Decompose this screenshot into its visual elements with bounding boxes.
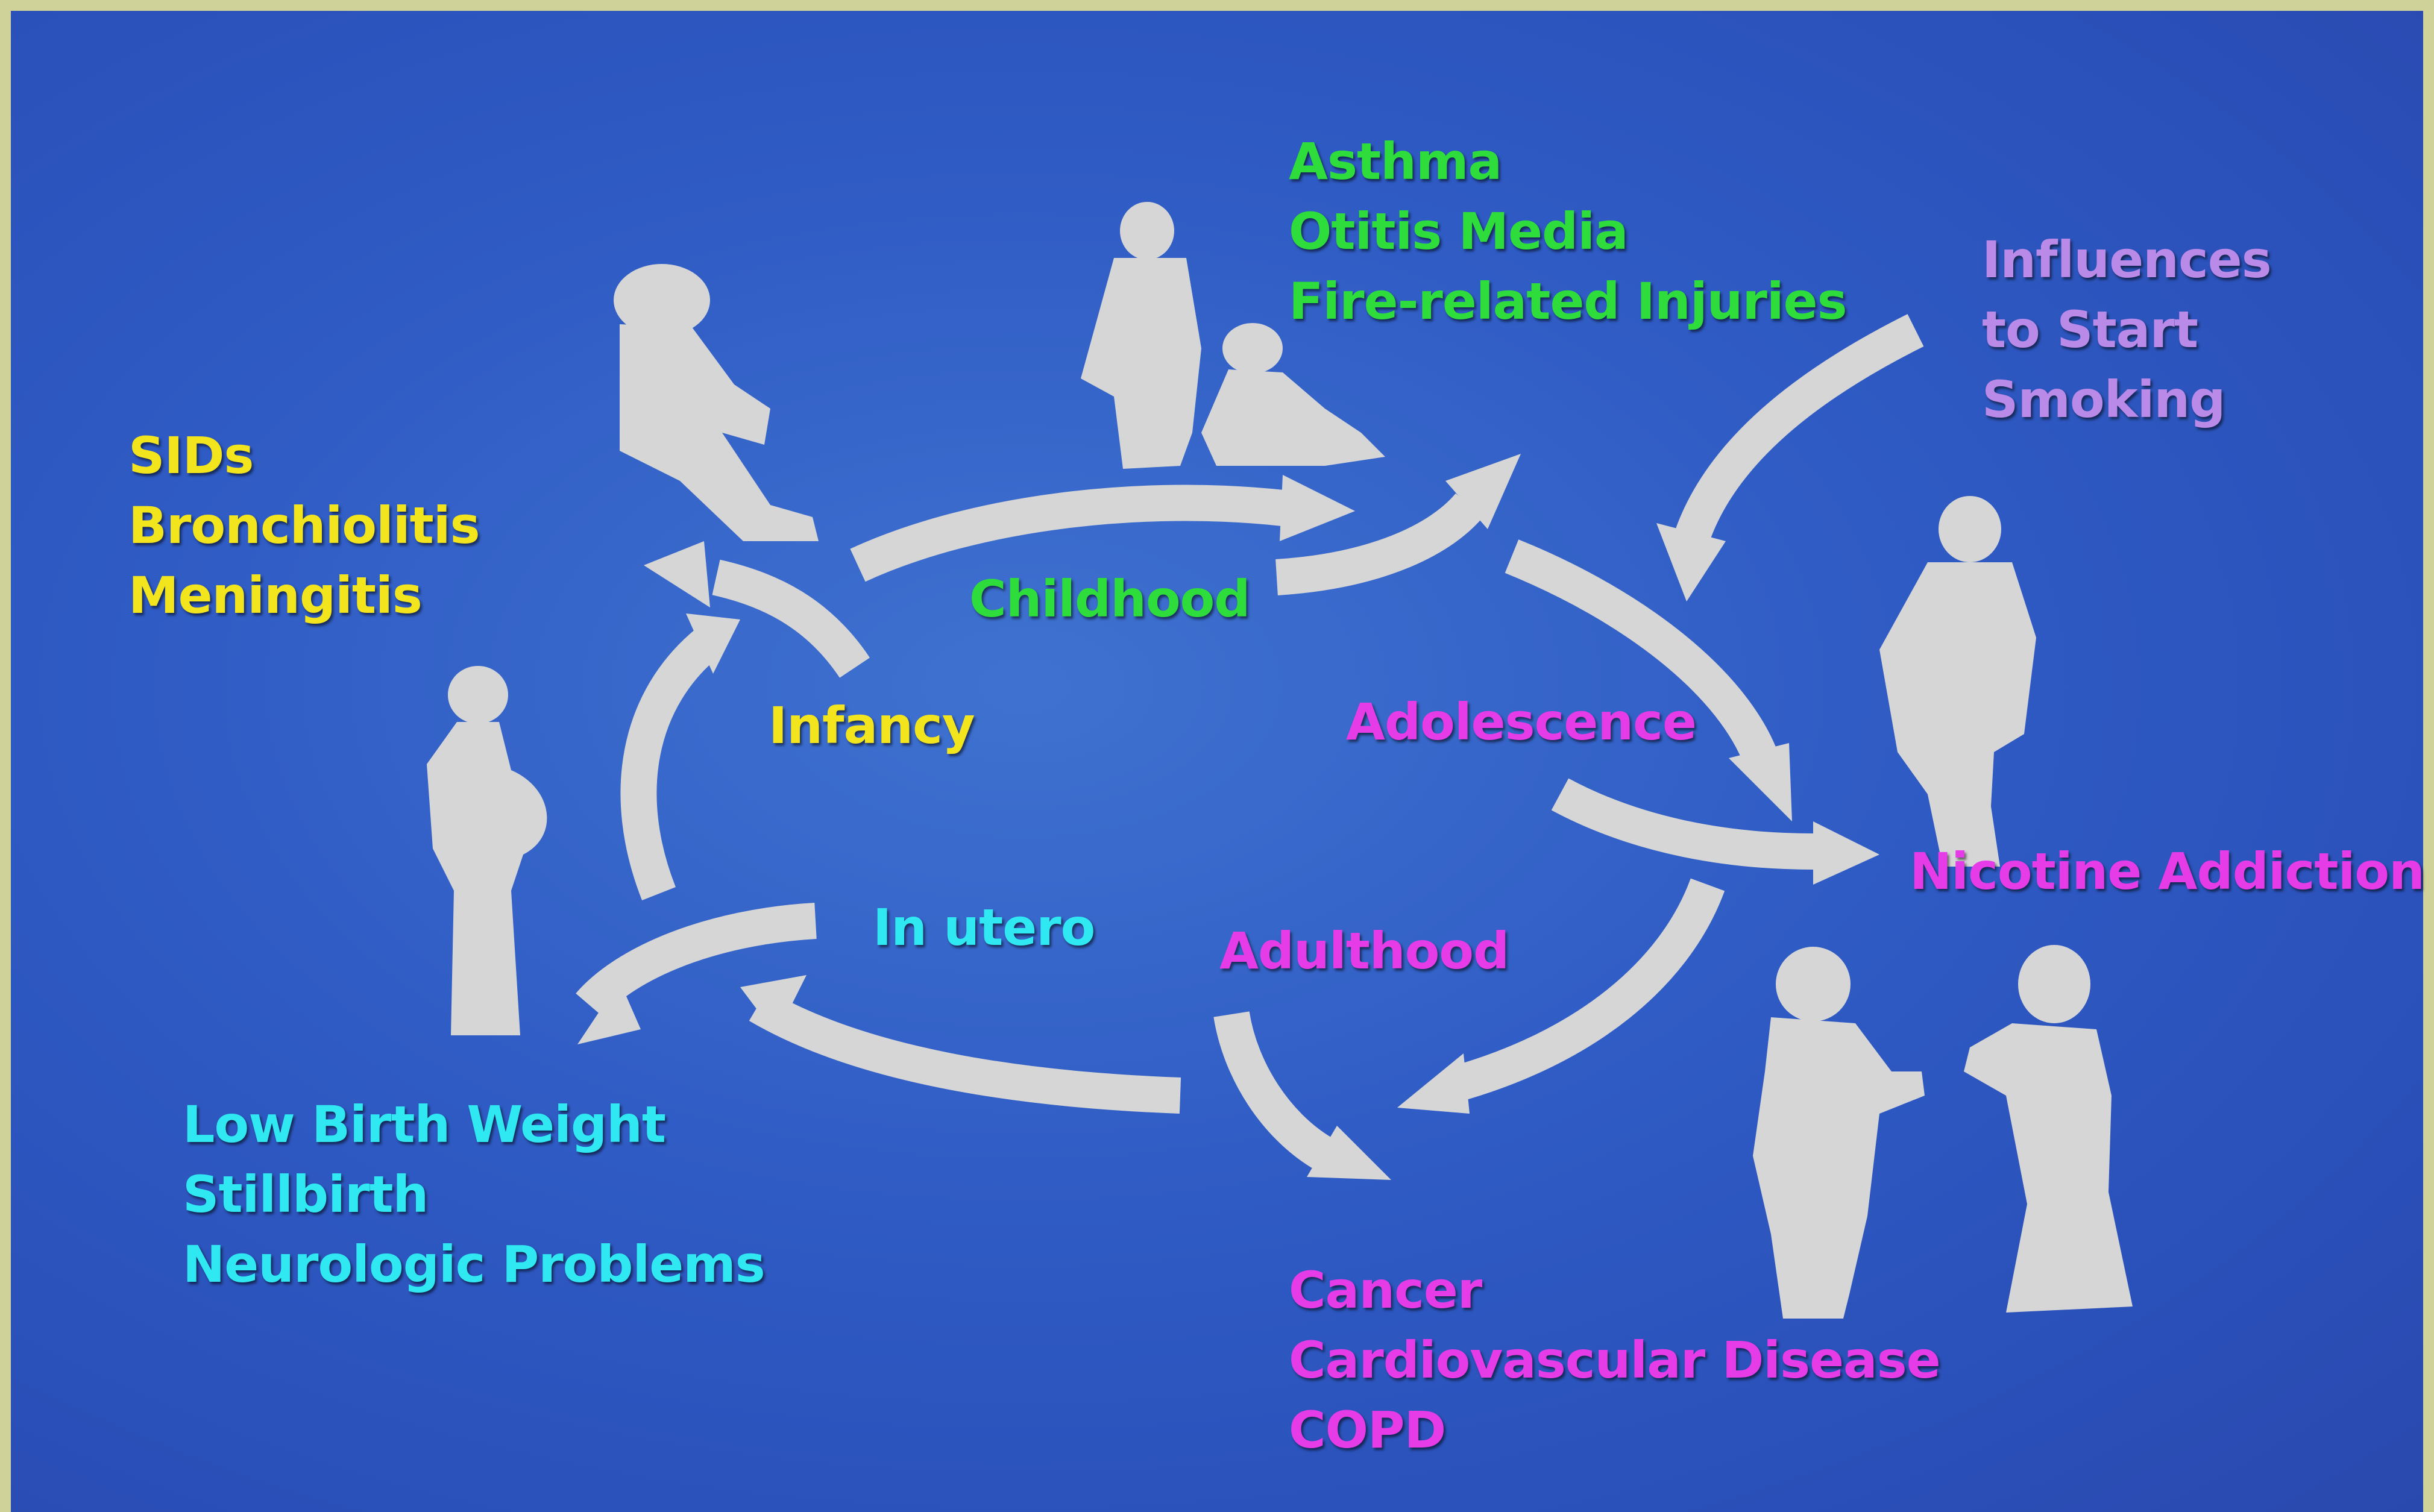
- arrow-infancy-to-infant: [712, 559, 870, 678]
- stage-label-infancy: Infancy: [769, 696, 975, 755]
- parent-and-child-silhouette: [1081, 202, 1385, 469]
- arrowhead: [577, 981, 641, 1044]
- cycle-artwork: [427, 202, 2133, 1319]
- in-utero-effect: Neurologic Problems: [183, 1235, 766, 1294]
- stage-label-childhood: Childhood: [969, 569, 1251, 629]
- adulthood-effect: Cancer: [1289, 1261, 1482, 1320]
- arrowhead: [1445, 454, 1521, 529]
- diagram-canvas: Infancy Childhood Adolescence In utero A…: [11, 11, 2425, 1512]
- adulthood-effect: Cardiovascular Disease: [1289, 1331, 1941, 1390]
- adulthood-effect: COPD: [1289, 1401, 1446, 1460]
- arrow-childhood-to-adolescence: [1505, 539, 1779, 768]
- arrow-adulthood-to-in-utero: [749, 990, 1181, 1114]
- influences-line: Smoking: [1982, 370, 2225, 429]
- arrowhead: [1397, 1053, 1470, 1114]
- arrow-in-utero-to-mother: [576, 903, 817, 1018]
- adulthood-effects-list: Cancer Cardiovascular Disease COPD: [1289, 1255, 1941, 1465]
- arrow-adolescence-to-nicotine: [1551, 778, 1814, 870]
- influences-line: Influences: [1982, 230, 2272, 289]
- stage-label-adulthood: Adulthood: [1219, 921, 1509, 980]
- teen-smoker-silhouette: [1879, 496, 2036, 867]
- arrow-adulthood-to-diseases: [1213, 1011, 1332, 1169]
- infancy-effect: Bronchiolitis: [128, 496, 480, 555]
- infant-silhouette: [614, 264, 819, 541]
- arrowhead: [1656, 523, 1726, 601]
- childhood-effects-list: Asthma Otitis Media Fire-related Injurie…: [1289, 127, 1848, 336]
- arrowhead: [644, 541, 710, 607]
- arrow-utero-to-infancy: [620, 626, 722, 900]
- childhood-effect: Fire-related Injuries: [1289, 272, 1848, 331]
- stage-label-in-utero: In utero: [873, 898, 1095, 957]
- nicotine-addiction-label: Nicotine Addiction: [1910, 842, 2425, 901]
- arrowhead: [740, 975, 807, 1035]
- adult-smokers-silhouette: [1753, 945, 2133, 1319]
- arrowhead: [1280, 475, 1355, 541]
- infancy-effects-list: SIDs Bronchiolitis Meningitis: [128, 421, 480, 630]
- pregnant-woman-silhouette: [427, 666, 547, 1035]
- in-utero-effects-list: Low Birth Weight Stillbirth Neurologic P…: [183, 1090, 766, 1299]
- arrowhead: [1813, 821, 1879, 885]
- influences-line: to Start: [1982, 300, 2198, 359]
- childhood-effect: Otitis Media: [1289, 202, 1629, 261]
- childhood-effect: Asthma: [1289, 132, 1502, 191]
- arrow-infancy-to-childhood: [850, 485, 1285, 582]
- arrowhead: [1729, 743, 1792, 821]
- arrow-influences-to-teen: [1675, 314, 1924, 542]
- stage-label-adolescence: Adolescence: [1346, 692, 1697, 751]
- arrow-childhood-to-child: [1275, 493, 1484, 595]
- in-utero-effect: Stillbirth: [183, 1165, 429, 1224]
- in-utero-effect: Low Birth Weight: [183, 1095, 666, 1154]
- arrow-adulthood-to-adults: [1452, 878, 1725, 1101]
- infancy-effect: Meningitis: [128, 566, 423, 625]
- arrowhead: [1307, 1126, 1391, 1180]
- infancy-effect: SIDs: [128, 426, 254, 485]
- arrowhead: [686, 613, 740, 674]
- influences-text: Influences to Start Smoking: [1982, 225, 2272, 434]
